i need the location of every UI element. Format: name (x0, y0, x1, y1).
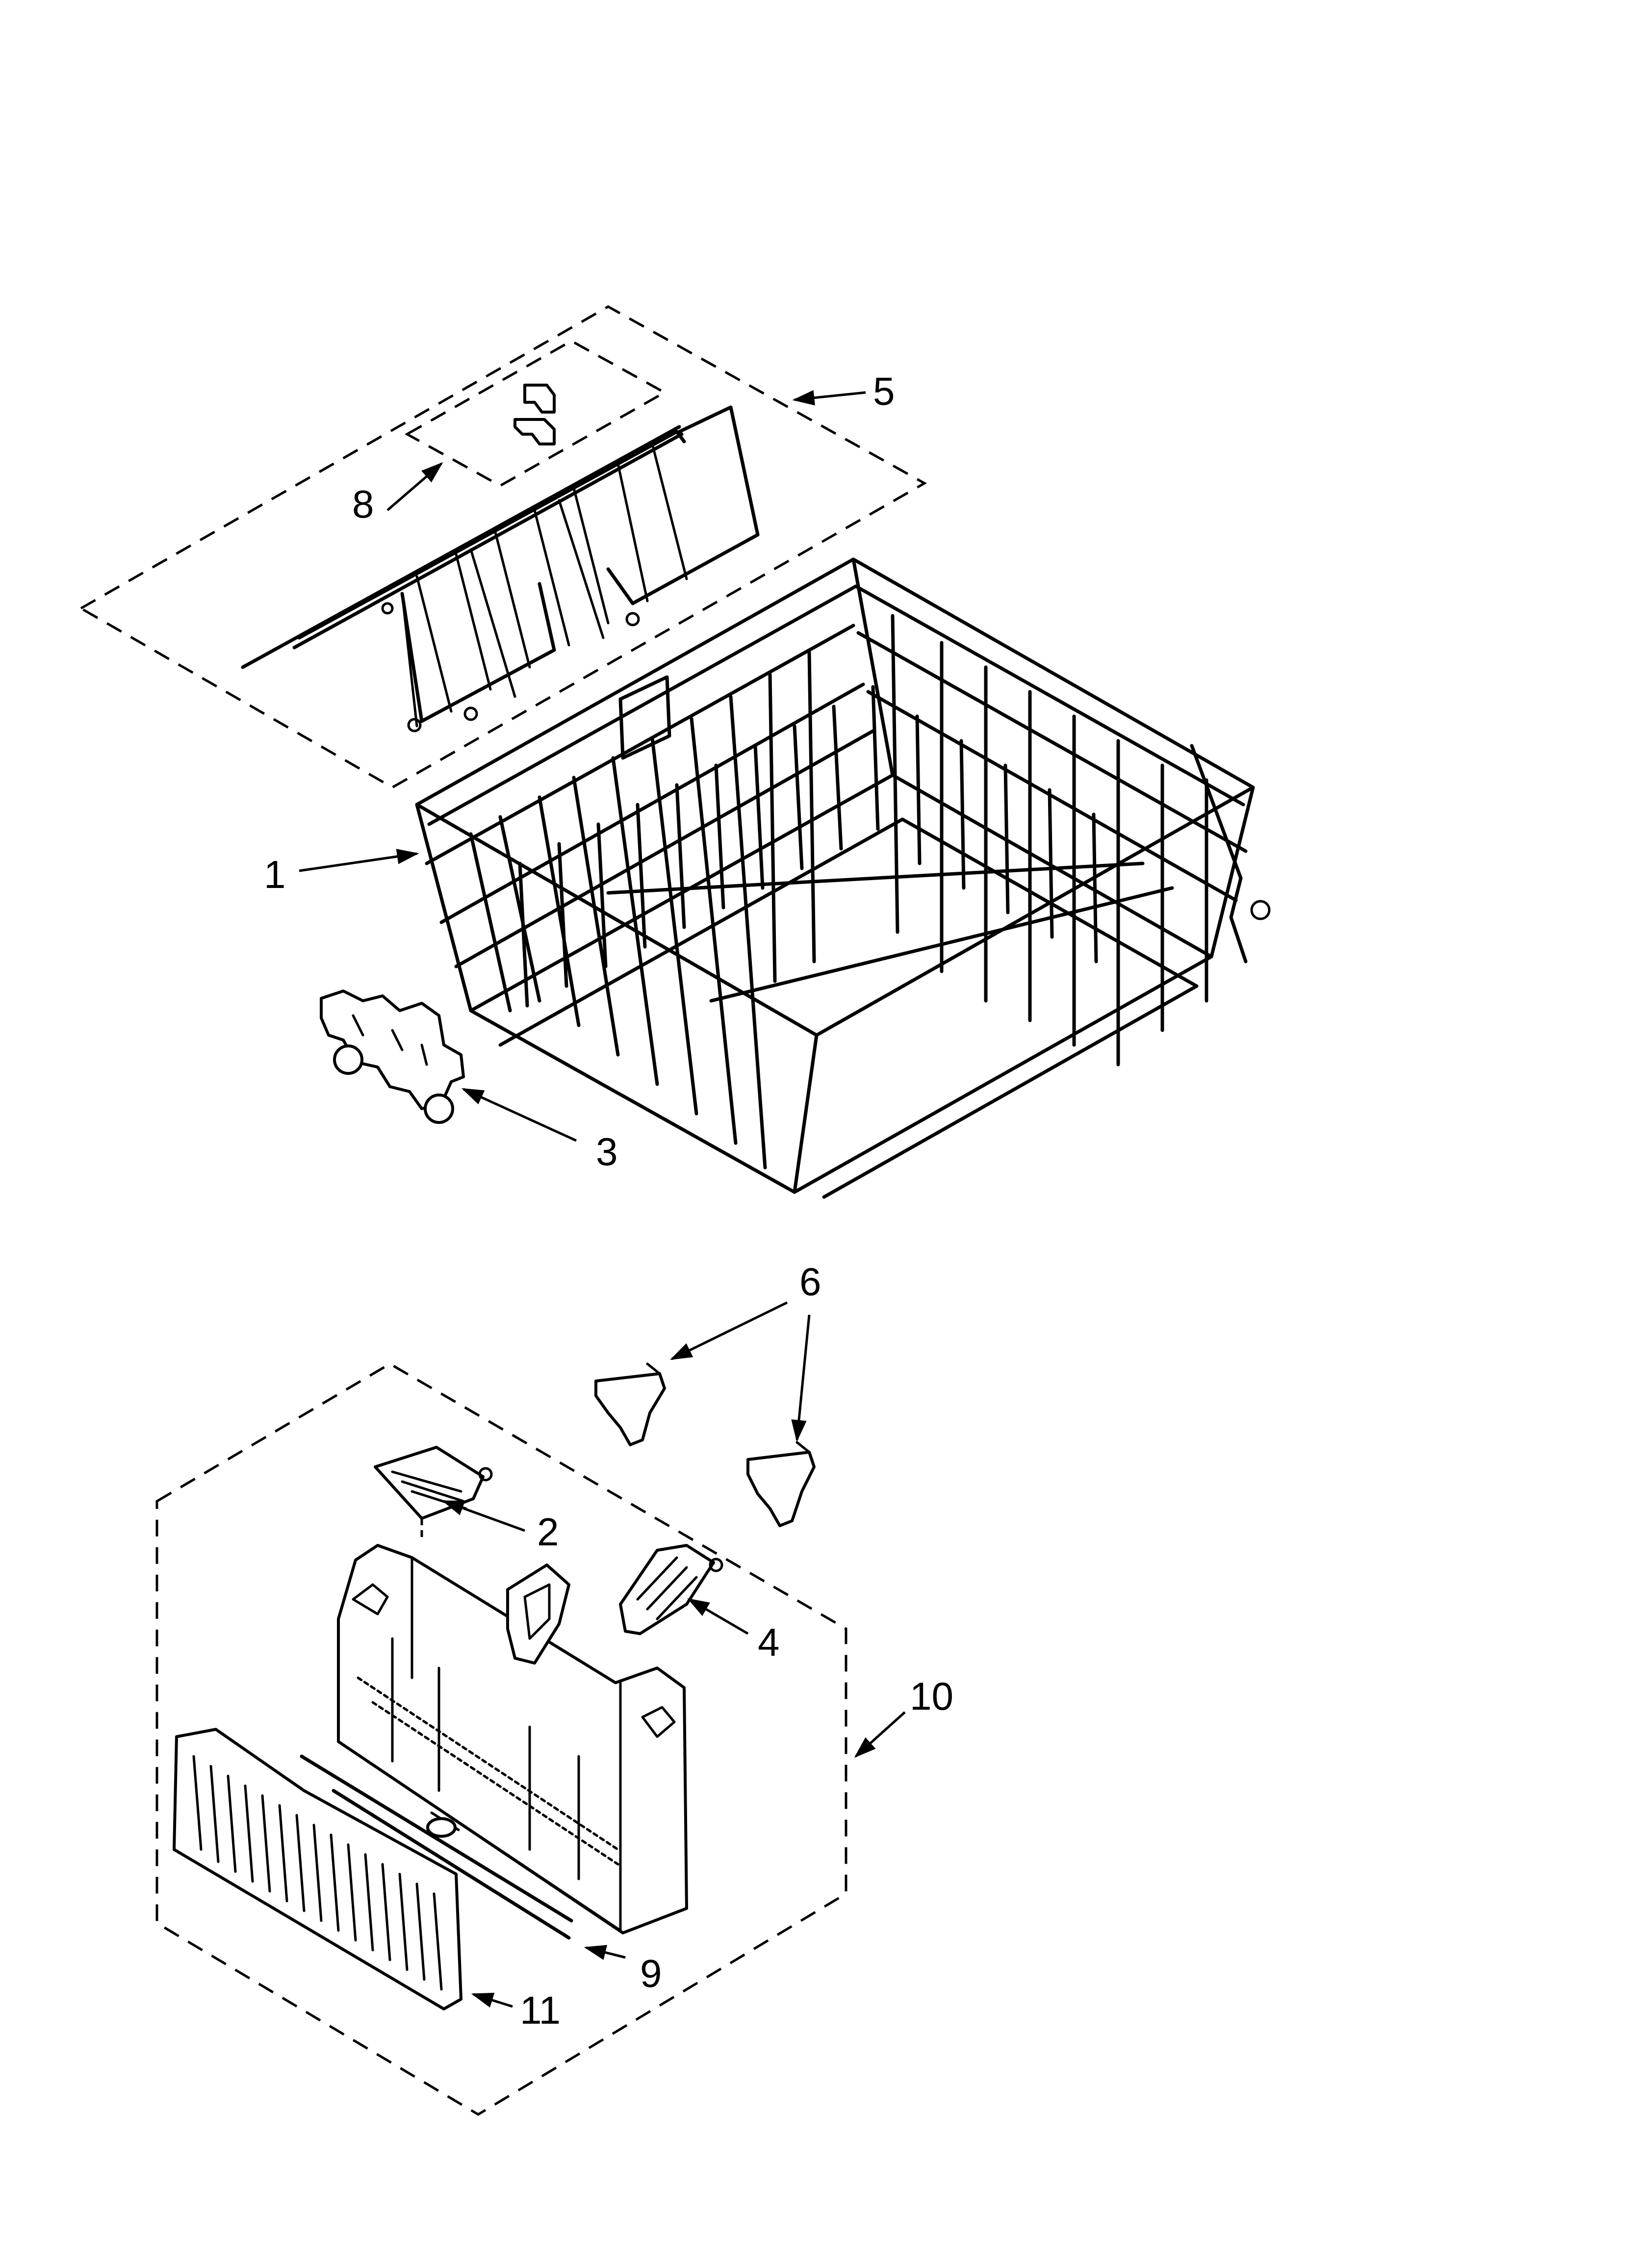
rack-clip-part-left (594, 1362, 666, 1446)
tine-clip-part (513, 384, 556, 445)
callout-11: 11 (520, 1988, 561, 2032)
callout-4: 4 (758, 1620, 780, 1664)
leader-6b (791, 1314, 811, 1442)
leader-lines (299, 390, 906, 2008)
leader-5 (792, 390, 866, 406)
leader-4 (687, 1598, 749, 1635)
callout-9: 9 (640, 1952, 662, 1995)
callout-3: 3 (596, 1130, 618, 1173)
folding-tine-row-part (241, 405, 760, 732)
leader-10 (854, 1711, 906, 1758)
callout-5: 5 (873, 369, 895, 413)
leader-1 (299, 849, 419, 872)
callout-1: 1 (264, 853, 286, 896)
rack-roller-bracket-part (320, 990, 465, 1124)
callout-8: 8 (352, 482, 374, 526)
rack-clip-part-right (746, 1441, 816, 1527)
leader-3 (461, 1088, 577, 1142)
leader-8 (386, 462, 443, 511)
silverware-basket-part (337, 1544, 688, 1934)
tine-clip-group-box (404, 339, 667, 487)
leader-11 (471, 1993, 513, 2008)
basket-grid-lid-part (173, 1728, 462, 2010)
callout-6: 6 (799, 1260, 821, 1303)
leader-9 (584, 1945, 626, 1960)
tine-assembly-group-box (78, 305, 927, 789)
basket-lid-small-part (374, 1446, 493, 1540)
basket-divider-strip-part (300, 1754, 573, 1940)
leader-2 (441, 1500, 525, 1532)
callout-10: 10 (910, 1674, 953, 1718)
leader-6a (669, 1301, 788, 1360)
dishrack-basket-part (415, 557, 1271, 1199)
callout-labels: 5 8 1 3 6 2 4 10 9 11 (264, 369, 953, 2032)
callout-2: 2 (537, 1510, 559, 1554)
basket-lid-angled-part (619, 1544, 723, 1635)
